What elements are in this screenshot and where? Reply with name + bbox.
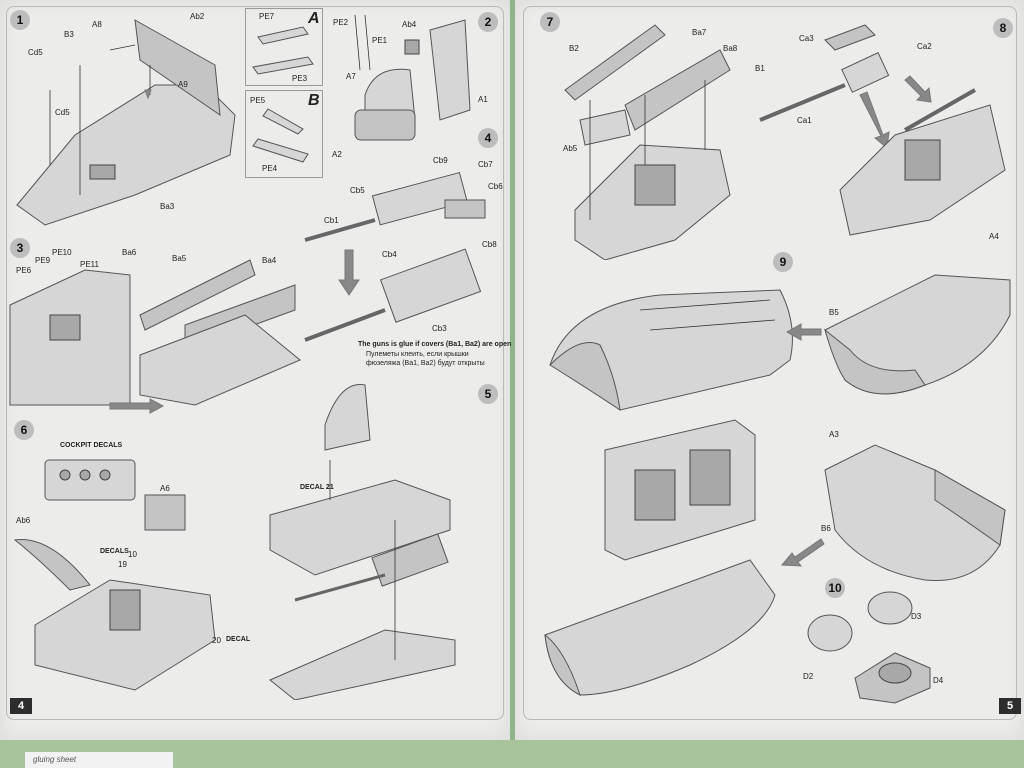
part-label: PE10	[52, 248, 72, 257]
part-label: A1	[478, 95, 488, 104]
b5-part-drawing	[824, 274, 1011, 395]
gun-note-en: The guns is glue if covers (Ba1, Ba2) ar…	[358, 341, 512, 348]
step-4-badge: 4	[478, 128, 498, 148]
part-label: Ba6	[122, 248, 137, 257]
decal-number: 10	[128, 550, 137, 559]
part-label: A3	[829, 430, 839, 439]
step-4-guns-drawing	[304, 171, 486, 342]
step-9-badge: 9	[773, 252, 793, 272]
decal-number: 19	[118, 560, 127, 569]
step-5-drawing	[269, 384, 456, 700]
step-6-drawing	[13, 459, 216, 691]
step-9-top-drawing	[549, 289, 793, 412]
part-label: Cb7	[478, 160, 493, 169]
part-label: Cd5	[28, 48, 43, 57]
part-label: Ba4	[262, 256, 277, 265]
part-label: Cb3	[432, 324, 447, 333]
part-label: Ca3	[799, 34, 814, 43]
step-9-bottom-drawing	[544, 559, 776, 696]
step-9-middle-drawing	[604, 419, 756, 561]
step-8-badge: 8	[993, 18, 1013, 38]
part-label: PE4	[262, 164, 278, 173]
part-label: D3	[911, 612, 922, 621]
variant-a-label: A	[308, 10, 320, 27]
page-frame	[523, 6, 1017, 720]
step-2-drawing	[354, 14, 471, 141]
step-5-badge: 5	[478, 384, 498, 404]
part-label: PE1	[372, 36, 388, 45]
part-label: Ab5	[563, 144, 578, 153]
step-1-drawing	[16, 19, 236, 226]
pe-parts-a	[252, 26, 314, 75]
page-number-left: 4	[10, 698, 32, 714]
decals-label: DECALS	[100, 548, 129, 555]
part-label: B5	[829, 308, 839, 317]
part-label: A4	[989, 232, 999, 241]
assembly-arrow	[785, 323, 822, 341]
part-label: Cd5	[55, 108, 70, 117]
part-label: B6	[821, 524, 831, 533]
part-label: D2	[803, 672, 814, 681]
gun-note-ru: Пулеметы клеить, если крышки фюзеляжа (B…	[366, 351, 485, 367]
variant-b-box	[245, 90, 323, 178]
part-label: PE7	[259, 12, 275, 21]
decal-number: 20	[212, 636, 221, 645]
variant-a-box	[245, 8, 323, 86]
paper-scrap: gluing sheet	[25, 752, 173, 768]
step-3-badge: 3	[10, 238, 30, 258]
cockpit-decals-label: COCKPIT DECALS	[60, 442, 123, 449]
part-label: Ab4	[402, 20, 417, 29]
decal-20-label: DECAL	[226, 636, 251, 643]
instruction-page-right: 7 8 9 10	[515, 0, 1024, 740]
part-label: Cb4	[382, 250, 397, 259]
part-label: Cb8	[482, 240, 497, 249]
assembly-arrow	[780, 538, 825, 567]
step-3-drawing	[9, 259, 301, 414]
step-10-drawing	[807, 591, 931, 704]
part-label: Ba3	[160, 202, 175, 211]
variant-b-label: B	[308, 92, 320, 109]
part-label: A6	[160, 484, 170, 493]
part-label: Ba5	[172, 254, 187, 263]
part-label: A8	[92, 20, 102, 29]
step-10-badge: 10	[825, 578, 845, 598]
part-label: A7	[346, 72, 356, 81]
step-7-drawing	[564, 24, 731, 260]
part-label: A2	[332, 150, 342, 159]
part-label: Ab2	[190, 12, 205, 21]
step-6-badge: 6	[14, 420, 34, 440]
step-7-badge: 7	[540, 12, 560, 32]
part-label: B3	[64, 30, 74, 39]
b6-part-drawing	[824, 444, 1006, 582]
step-2-badge: 2	[478, 12, 498, 32]
part-label: Ba7	[692, 28, 707, 37]
part-label: PE5	[250, 96, 266, 105]
step-8-drawing	[759, 24, 1006, 236]
instruction-page-left: 1 2 4 3 5 6 A B	[0, 0, 512, 740]
part-label: PE6	[16, 266, 32, 275]
part-label: Ba8	[723, 44, 738, 53]
part-label: Ca1	[797, 116, 812, 125]
part-label: B1	[755, 64, 765, 73]
part-label: PE3	[292, 74, 308, 83]
part-label: PE2	[333, 18, 349, 27]
part-label: Ab6	[16, 516, 31, 525]
part-label: PE9	[35, 256, 51, 265]
pe-parts-b	[252, 108, 309, 163]
part-label: PE11	[80, 260, 99, 269]
step-1-badge: 1	[10, 10, 30, 30]
part-label: Cb1	[324, 216, 339, 225]
decal-21-label: DECAL 21	[300, 484, 334, 491]
part-label: Cb5	[350, 186, 365, 195]
part-label: Ca2	[917, 42, 932, 51]
part-label: A9	[178, 80, 188, 89]
part-label: D4	[933, 676, 944, 685]
page-frame	[6, 6, 504, 720]
part-label: Cb9	[433, 156, 448, 165]
page-number-right: 5	[999, 698, 1021, 714]
part-label: Cb6	[488, 182, 503, 191]
part-label: B2	[569, 44, 579, 53]
